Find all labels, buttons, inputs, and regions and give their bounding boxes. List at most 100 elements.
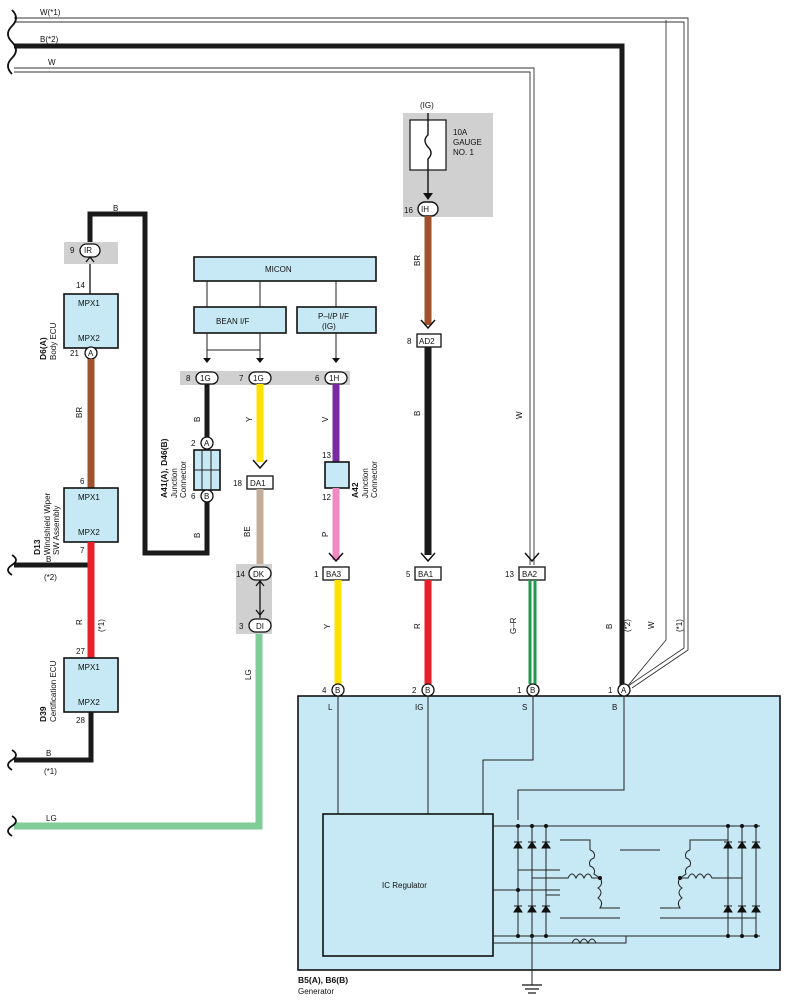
jb-pin-1: 7 <box>239 374 244 383</box>
micon-label: MICON <box>265 265 292 274</box>
top-harness: W(*1) B(*2) W <box>7 8 689 689</box>
wire-b-right: B <box>413 411 422 416</box>
micon-block: MICON BEAN I/F P–I/P I/F (IG) <box>193 256 377 363</box>
jb-pin-2: 6 <box>315 374 320 383</box>
wire-w-gen: W <box>647 621 656 629</box>
a41-name1: Junction <box>170 468 179 498</box>
wire-lg-bottom: LG <box>46 814 57 823</box>
field-coil <box>560 936 627 945</box>
wire-v-top: V <box>321 416 330 422</box>
gen-t0-label: L <box>328 703 333 712</box>
fuse-conn: IH <box>421 205 429 214</box>
micon-pip1: P–I/P I/F <box>318 312 349 321</box>
micon-bean: BEAN I/F <box>216 317 249 326</box>
ground-icon <box>522 984 542 994</box>
conn-ba3-pin: 1 <box>314 570 319 579</box>
wire-br-right: BR <box>413 255 422 266</box>
fuse-name2: NO. 1 <box>453 148 474 157</box>
wiper-left-note: (*2) <box>44 573 57 582</box>
wiper-switch: 6 MPX1 MPX2 7 D13 Windshield Wiper SW As… <box>32 477 119 555</box>
wire-label-w: W <box>48 58 56 67</box>
conn-da1-pin: 18 <box>233 479 242 488</box>
junction-a42: 13 12 A42 Junction Connector <box>322 451 379 502</box>
gen-t2-label: S <box>522 703 527 712</box>
wire-b-a41-top: B <box>193 417 202 422</box>
wire-label-w1: W(*1) <box>40 8 61 17</box>
micon-pip2: (IG) <box>322 322 336 331</box>
wire-r-note: (*1) <box>97 619 106 632</box>
junction-bar: 1G 8 1G 7 1H 6 <box>180 371 350 385</box>
cert-pin-top: 27 <box>76 647 85 656</box>
jb-conn-0: 1G <box>200 374 211 383</box>
rectifier-left <box>513 824 560 938</box>
wire-gr: G–R <box>509 617 518 634</box>
ir-pin: 9 <box>70 246 75 255</box>
wiper-name2: SW Assembly <box>52 506 61 555</box>
a42-pin-bottom: 12 <box>322 493 331 502</box>
body-mpx2: MPX2 <box>78 334 100 343</box>
gen-t0-pin: 4 <box>322 686 327 695</box>
cert-mpx1: MPX1 <box>78 663 100 672</box>
wire-b-top: B <box>113 204 118 213</box>
conn-ba1: BA1 <box>418 570 434 579</box>
a41-pin-b: 6 <box>191 492 196 501</box>
jb-conn-2: 1H <box>329 374 339 383</box>
fuse-rating: 10A <box>453 128 468 137</box>
gen-t1-label: IG <box>415 703 423 712</box>
gen-t1-conn: B <box>425 686 430 695</box>
gen-t3-label: B <box>612 703 617 712</box>
ic-regulator: IC Regulator <box>382 881 427 890</box>
conn-ad2-pin: 8 <box>407 337 412 346</box>
generator: B 4 L B 2 IG B 1 S A 1 B IC Regulator <box>297 683 781 996</box>
conn-ad2: AD2 <box>419 337 435 346</box>
wire-y-bottom: Y <box>323 623 332 629</box>
wire-be: BE <box>243 526 252 537</box>
ba-connectors: BA3 1 BA1 5 BA2 13 <box>314 566 546 581</box>
a42-name2: Connector <box>370 461 379 498</box>
wire-w-right: W <box>515 411 524 419</box>
a42-name1: Junction <box>361 468 370 498</box>
a41-conn-a: A <box>204 439 210 448</box>
rectifier-right <box>720 824 761 938</box>
wiper-mpx2: MPX2 <box>78 528 100 537</box>
wiper-code: D13 <box>32 539 42 555</box>
body-ecu: IR 9 14 MPX1 MPX2 A 21 D6(A) Body ECU <box>38 242 119 360</box>
wire-w-gen-note: (*1) <box>675 619 684 632</box>
body-code: D6(A) <box>38 337 48 360</box>
wire-label-b2: B(*2) <box>40 35 59 44</box>
body-pin-bottom: 21 <box>70 349 79 358</box>
a41-name2: Connector <box>179 461 188 498</box>
jb-pin-0: 8 <box>186 374 191 383</box>
wire-lg: LG <box>244 669 253 680</box>
a42-code: A42 <box>350 482 360 498</box>
gen-t2-conn: B <box>530 686 535 695</box>
wire-r-left: R <box>75 619 84 625</box>
wire-p: P <box>321 532 330 537</box>
cert-pin-bottom: 28 <box>76 716 85 725</box>
conn-da1: DA1 <box>250 479 266 488</box>
stator-coil-left <box>560 839 620 919</box>
gen-t1-pin: 2 <box>412 686 417 695</box>
stator-coil-right <box>620 839 720 919</box>
ir-conn: IR <box>84 246 92 255</box>
jb-conn-1: 1G <box>253 374 264 383</box>
fuse-name1: GAUGE <box>453 138 482 147</box>
cert-code: D39 <box>38 706 48 722</box>
gen-t3-pin: 1 <box>608 686 613 695</box>
wiper-mpx1: MPX1 <box>78 493 100 502</box>
a41-pin-a: 2 <box>191 439 196 448</box>
junction-a41: A 2 B 6 A41(A), D46(B) Junction Connecto… <box>159 436 221 503</box>
wire-b-a41-bottom: B <box>193 533 202 538</box>
fuse-pin: 16 <box>404 206 413 215</box>
cert-mpx2: MPX2 <box>78 698 100 707</box>
fuse-supply: (IG) <box>420 101 434 110</box>
conn-di: DI <box>256 622 264 631</box>
wiper-pin-top: 6 <box>80 477 85 486</box>
wire-b-gen: B <box>605 624 614 629</box>
cert-left-note: (*1) <box>44 767 57 776</box>
conn-dk-pin: 14 <box>236 570 245 579</box>
conn-di-pin: 3 <box>239 622 244 631</box>
wire-b-gen-note: (*2) <box>623 619 632 632</box>
body-pin-top: 14 <box>76 281 85 290</box>
